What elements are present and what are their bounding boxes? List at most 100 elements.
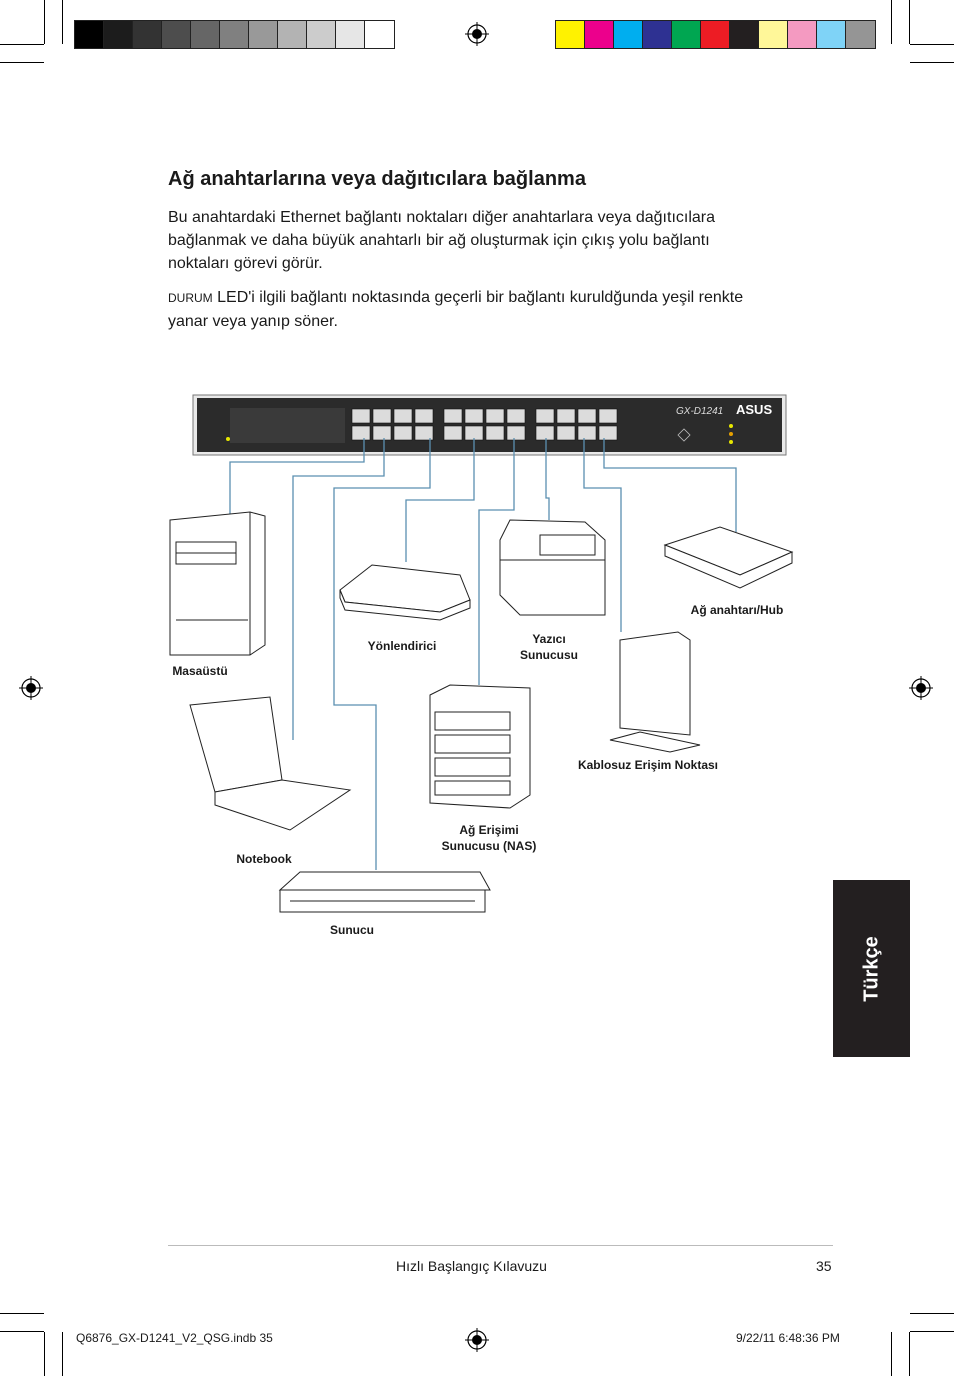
color-swatch xyxy=(672,21,701,48)
desktop-computer xyxy=(169,511,266,656)
connection-lines xyxy=(229,438,737,870)
crop-mark xyxy=(62,0,63,44)
rack-server-device xyxy=(278,871,491,913)
color-swatch xyxy=(701,21,730,48)
crop-mark xyxy=(891,0,892,44)
gray-swatch xyxy=(336,21,365,48)
crop-mark xyxy=(0,62,44,63)
registration-mark-icon xyxy=(19,676,43,700)
label-desktop: Masaüstü xyxy=(172,664,228,678)
crop-mark xyxy=(910,44,954,45)
color-swatch xyxy=(846,21,875,48)
printer-device xyxy=(499,519,606,616)
gray-swatch xyxy=(133,21,162,48)
ethernet-port xyxy=(443,425,463,441)
label-printer-line2: Sunucusu xyxy=(519,648,578,662)
crop-mark xyxy=(0,1331,44,1332)
ethernet-port xyxy=(556,425,576,441)
ethernet-port xyxy=(577,408,597,424)
ethernet-port xyxy=(351,425,371,441)
footer-divider xyxy=(168,1245,833,1246)
language-tab: Türkçe xyxy=(833,880,910,1057)
access-point-device xyxy=(609,631,701,753)
ethernet-port xyxy=(372,408,392,424)
gray-swatch xyxy=(307,21,336,48)
ethernet-port xyxy=(372,425,392,441)
color-swatch xyxy=(643,21,672,48)
label-notebook: Notebook xyxy=(236,852,292,866)
ethernet-port xyxy=(556,408,576,424)
ethernet-port xyxy=(485,408,505,424)
gray-swatch xyxy=(191,21,220,48)
color-swatch xyxy=(817,21,846,48)
status-led-paragraph: DURUM LED'i ilgili bağlantı noktasında g… xyxy=(168,286,768,333)
color-swatch xyxy=(730,21,759,48)
model-name: GX-D1241 xyxy=(676,406,723,417)
slug-filename: Q6876_GX-D1241_V2_QSG.indb 35 xyxy=(76,1331,273,1345)
page-number: 35 xyxy=(816,1258,832,1274)
crop-mark xyxy=(44,1332,45,1376)
color-swatch xyxy=(788,21,817,48)
ethernet-port xyxy=(464,425,484,441)
crop-mark xyxy=(62,1332,63,1376)
crop-mark xyxy=(910,1331,954,1332)
language-tab-label: Türkçe xyxy=(860,935,882,1002)
ethernet-port xyxy=(414,408,434,424)
slug-date: 9/22/11 6:48:36 PM xyxy=(736,1331,840,1345)
color-swatch xyxy=(614,21,643,48)
label-access-point: Kablosuz Erişim Noktası xyxy=(577,758,719,772)
crop-mark xyxy=(910,1313,954,1314)
ethernet-port xyxy=(598,425,618,441)
crop-mark xyxy=(909,0,910,44)
network-diagram: GX-D1241 ASUS xyxy=(169,394,794,913)
intro-paragraph: Bu anahtardaki Ethernet bağlantı noktala… xyxy=(168,209,716,272)
ethernet-port xyxy=(535,408,555,424)
label-server: Sunucu xyxy=(330,923,374,937)
switch-hub-device xyxy=(663,526,794,589)
label-router: Yönlendirici xyxy=(367,639,437,653)
color-swatch xyxy=(556,21,585,48)
label-nas-line2: Sunucusu (NAS) xyxy=(441,839,537,853)
crop-mark xyxy=(910,62,954,63)
gray-swatch xyxy=(162,21,191,48)
status-label: DURUM xyxy=(168,291,213,305)
color-swatch xyxy=(759,21,788,48)
gray-swatch xyxy=(278,21,307,48)
gray-swatch xyxy=(104,21,133,48)
label-nas-line1: Ağ Erişimi xyxy=(459,823,519,837)
gray-swatch xyxy=(75,21,104,48)
ethernet-port xyxy=(351,408,371,424)
registration-mark-icon xyxy=(465,1328,489,1352)
ethernet-port xyxy=(443,408,463,424)
registration-mark-icon xyxy=(465,22,489,46)
ethernet-port xyxy=(414,425,434,441)
ethernet-port xyxy=(506,408,526,424)
crop-mark xyxy=(44,0,45,44)
crop-mark xyxy=(891,1332,892,1376)
label-printer: Yazıcı Sunucusu xyxy=(500,631,598,663)
nas-device xyxy=(429,684,531,809)
ethernet-port xyxy=(535,425,555,441)
page-heading: Ağ anahtarlarına veya dağıtıcılara bağla… xyxy=(168,168,586,190)
crop-mark xyxy=(0,44,44,45)
ethernet-port xyxy=(577,425,597,441)
label-nas: Ağ Erişimi Sunucusu (NAS) xyxy=(424,822,554,854)
label-switch-hub: Ağ anahtarı/Hub xyxy=(690,603,784,617)
grayscale-color-bar xyxy=(74,20,395,49)
network-switch: GX-D1241 ASUS xyxy=(192,394,787,456)
gray-swatch xyxy=(249,21,278,48)
ethernet-port xyxy=(506,425,526,441)
ethernet-port xyxy=(485,425,505,441)
process-color-bar xyxy=(555,20,876,49)
gray-swatch xyxy=(220,21,249,48)
router-device xyxy=(339,564,471,621)
ethernet-port xyxy=(393,425,413,441)
crop-mark xyxy=(909,1332,910,1376)
gray-swatch xyxy=(365,21,394,48)
label-printer-line1: Yazıcı xyxy=(532,632,566,646)
status-led-text: LED'i ilgili bağlantı noktasında geçerli… xyxy=(168,289,744,330)
notebook-computer xyxy=(189,696,352,831)
ethernet-port xyxy=(393,408,413,424)
brand-logo: ASUS xyxy=(736,402,772,417)
footer-guide-title: Hızlı Başlangıç Kılavuzu xyxy=(396,1258,547,1274)
